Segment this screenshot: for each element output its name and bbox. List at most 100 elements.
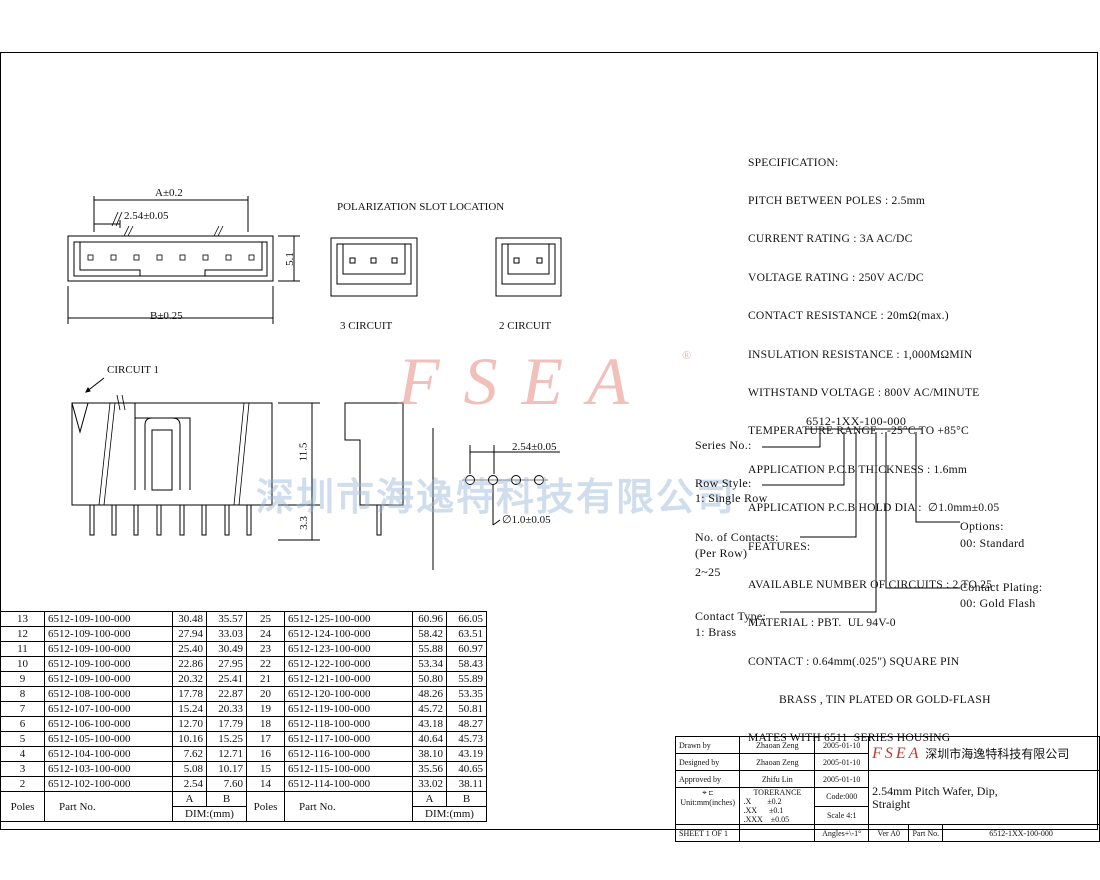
part-no-label: Part No. xyxy=(908,824,944,842)
table-cell: 17.78 xyxy=(172,686,207,702)
contacts-range: 2~25 xyxy=(695,565,721,579)
front-view-breaks xyxy=(98,394,250,506)
dim-body-label: 11.5 xyxy=(297,442,310,462)
designed-date: 2005-01-10 xyxy=(814,753,870,771)
drawn-date: 2005-01-10 xyxy=(814,736,870,754)
top-view xyxy=(67,196,300,324)
table-cell: 12.71 xyxy=(206,746,247,762)
spec-line: APPLICATION P.C.B THICKNESS : 1.6mm xyxy=(748,462,968,476)
code-label: Code:000 xyxy=(814,787,870,807)
table-cell: 10 xyxy=(0,656,45,672)
table-cell: 6512-109-100-000 xyxy=(44,641,173,657)
plating-label: Contact Plating: xyxy=(960,580,1043,594)
table-cell: 6512-109-100-000 xyxy=(44,611,173,627)
table-cell: 40.65 xyxy=(446,761,487,777)
row-style-value: 1: Single Row xyxy=(695,491,768,505)
dim-height-label: 5.1 xyxy=(283,252,296,266)
watermark-registered: ® xyxy=(682,348,692,362)
table-cell: 2 xyxy=(0,776,45,792)
table-cell: 10.17 xyxy=(206,761,247,777)
dim-pitch2-label: 2.54±0.05 xyxy=(512,441,557,453)
table-cell: 6512-109-100-000 xyxy=(44,671,173,687)
ver-label: Ver A0 xyxy=(868,824,910,842)
tolerance-label: TORERANCE xyxy=(753,788,802,797)
table-cell: 27.94 xyxy=(172,626,207,642)
title-logo: FSEA xyxy=(872,744,922,762)
table-cell: 15.25 xyxy=(206,731,247,747)
table-cell: 6512-114-100-000 xyxy=(284,776,413,792)
watermark-company: 深圳市海逸特科技有限公司 xyxy=(256,475,737,519)
table-cell: 25.40 xyxy=(172,641,207,657)
spec-line: CURRENT RATING : 3A AC/DC xyxy=(748,232,913,246)
table-cell: 18 xyxy=(246,716,285,732)
spec-line: SPECIFICATION: xyxy=(748,155,839,169)
top-view-pins xyxy=(87,254,255,261)
table-cell: 2.54 xyxy=(172,776,207,792)
table-cell: 60.97 xyxy=(446,641,487,657)
circuit-one-label: CIRCUIT 1 xyxy=(107,364,160,376)
polarization-title: POLARIZATION SLOT LOCATION xyxy=(337,201,505,213)
table-cell: 11 xyxy=(0,641,45,657)
watermark-logo: FSEA xyxy=(398,343,653,419)
options-label: Options: xyxy=(960,519,1004,533)
table-cell: 6512-109-100-000 xyxy=(44,626,173,642)
dim-header-2: DIM:(mm) xyxy=(412,806,487,822)
table-cell: 5.08 xyxy=(172,761,207,777)
tol-x: .X ±0.2 xyxy=(743,797,782,806)
options-value: 00: Standard xyxy=(960,536,1025,550)
table-cell: 4 xyxy=(0,746,45,762)
table-cell: 48.26 xyxy=(412,686,447,702)
units-label: Unit:mm(inches) xyxy=(680,798,736,807)
a-header: A xyxy=(172,791,207,807)
title-company: 深圳市海逸特科技有限公司 xyxy=(925,746,1070,761)
part-no-value: 6512-1XX-100-000 xyxy=(942,824,1100,842)
table-cell: 58.43 xyxy=(446,656,487,672)
scale-label: Scale 4:1 xyxy=(814,805,870,825)
table-cell: 66.05 xyxy=(446,611,487,627)
table-cell: 48.27 xyxy=(446,716,487,732)
table-cell: 5 xyxy=(0,731,45,747)
drawn-label: Drawn by xyxy=(674,736,741,754)
spec-line: APPLICATION P.C.B HOLD DIA : ∅1.0mm±0.05 xyxy=(748,501,1000,515)
spec-line: INSULATION RESISTANCE : 1,000MΩMIN xyxy=(748,347,973,361)
table-cell: 50.80 xyxy=(412,671,447,687)
table-cell: 22.86 xyxy=(172,656,207,672)
table-cell: 43.18 xyxy=(412,716,447,732)
table-cell: 24 xyxy=(246,626,285,642)
table-cell: 33.03 xyxy=(206,626,247,642)
table-cell: 6512-124-100-000 xyxy=(284,626,413,642)
table-cell: 7.60 xyxy=(206,776,247,792)
table-cell: 6512-117-100-000 xyxy=(284,731,413,747)
table-cell: 20.33 xyxy=(206,701,247,717)
table-cell: 16 xyxy=(246,746,285,762)
table-cell: 38.10 xyxy=(412,746,447,762)
table-cell: 7.62 xyxy=(172,746,207,762)
series-label: Series No.: xyxy=(695,438,752,452)
table-cell: 35.56 xyxy=(412,761,447,777)
parts-dim-row: DIM:(mm) DIM:(mm) xyxy=(1,806,487,822)
designed-name: Zhaoan Zeng xyxy=(739,753,816,771)
table-cell: 6512-116-100-000 xyxy=(284,746,413,762)
table-cell: 30.48 xyxy=(172,611,207,627)
dim-header: DIM:(mm) xyxy=(172,806,247,822)
table-cell: 53.34 xyxy=(412,656,447,672)
table-cell: 9 xyxy=(0,671,45,687)
spec-line: VOLTAGE RATING : 250V AC/DC xyxy=(748,270,924,284)
table-cell: 22.87 xyxy=(206,686,247,702)
table-cell: 12 xyxy=(0,626,45,642)
table-cell: 23 xyxy=(246,641,285,657)
table-cell: 6512-107-100-000 xyxy=(44,701,173,717)
table-cell: 14 xyxy=(246,776,285,792)
top-view-breaks xyxy=(111,211,224,237)
table-cell: 6512-102-100-000 xyxy=(44,776,173,792)
angles-label: Angles+\-1° xyxy=(814,824,870,842)
table-cell: 20.32 xyxy=(172,671,207,687)
front-view xyxy=(71,377,320,541)
